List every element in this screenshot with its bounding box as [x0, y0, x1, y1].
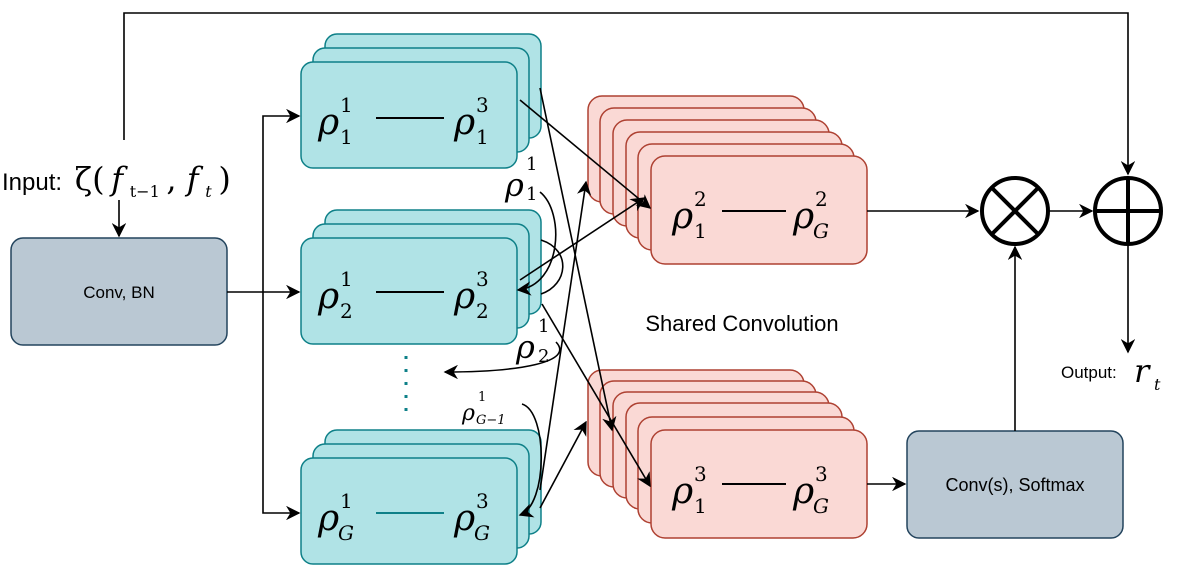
teal-2-left-sup: 1: [340, 267, 353, 291]
tg-to-p1-arrow: [539, 180, 592, 491]
pink-1-right-sup: 2: [815, 187, 828, 211]
teal-2-right-sup: 3: [476, 267, 489, 291]
conv-softmax-label: Conv(s), Softmax: [945, 475, 1084, 495]
input-label-group: Input: ζ( f t−1 , f t ): [2, 160, 231, 203]
skip-connection-arrow: [123, 12, 1136, 176]
curve-label-1-sub: 1: [526, 184, 537, 205]
teal-2-right-symbol: ρ: [453, 276, 475, 317]
output-label-group: Output: r t: [1061, 352, 1161, 394]
teal-stack-g: ρ 1 G ρ 3 G: [300, 429, 542, 565]
pink-2-left-sub: 1: [694, 494, 707, 518]
input-sub2: t: [205, 182, 212, 201]
input-close: ): [218, 160, 230, 198]
connectors: [111, 12, 1136, 521]
teal-g-right-symbol: ρ: [453, 498, 475, 539]
input-zeta: ζ(: [75, 160, 105, 198]
conv-to-branchg-arrow: [262, 292, 301, 521]
teal-g-left-sup: 1: [340, 489, 353, 513]
input-sub1: t−1: [130, 182, 160, 201]
curve-label-2-sub: 2: [538, 346, 549, 367]
pink-1-right-sub: G: [813, 219, 829, 243]
teal-2-left-symbol: ρ: [317, 276, 339, 317]
teal-stack-1: ρ 1 1 ρ 3 1: [300, 33, 542, 169]
conv-to-branch1-arrow: [262, 108, 301, 292]
teal-1-left-sub: 1: [340, 125, 353, 149]
t1-to-p2-arrow: [539, 87, 617, 432]
teal-2-left-sub: 2: [340, 299, 353, 323]
shared-convolution-label: Shared Convolution: [645, 311, 838, 336]
teal-g-left-sub: G: [338, 521, 354, 545]
teal-2-right-sub: 2: [476, 299, 489, 323]
curve-label-2-sup: 1: [538, 316, 549, 337]
teal-1-right-symbol: ρ: [453, 102, 475, 143]
teal-1-left-symbol: ρ: [317, 102, 339, 143]
pink-1-right-symbol: ρ: [792, 196, 814, 237]
pink-stack-1: ρ 2 1 ρ 2 G: [587, 95, 868, 265]
teal-1-right-sub: 1: [476, 125, 489, 149]
t2-to-p2-arrow: [541, 303, 651, 488]
curve-label-3-sub: G−1: [476, 413, 506, 428]
pink-1-left-sup: 2: [694, 187, 707, 211]
feedback-curve-1b: [540, 239, 564, 295]
teal-1-left-sup: 1: [340, 93, 353, 117]
curve-label-3-symbol: ρ: [461, 401, 475, 426]
pink-2-right-sub: G: [813, 494, 829, 518]
curve-label-1-symbol: ρ: [504, 166, 524, 204]
output-label: Output:: [1061, 363, 1117, 382]
input-f1: f: [109, 160, 128, 198]
pink-2-right-symbol: ρ: [792, 471, 814, 512]
feedback-curve-3: [518, 403, 542, 518]
curve-label-3-sup: 1: [478, 390, 486, 405]
curve-label-1-sup: 1: [526, 154, 537, 175]
t1-to-p1-arrow: [519, 99, 652, 209]
teal-box-g: [300, 457, 518, 565]
feedback-curve-2: [443, 341, 561, 380]
pink-1-left-symbol: ρ: [671, 196, 693, 237]
teal-1-right-sup: 3: [476, 93, 489, 117]
input-f2: f: [185, 160, 204, 198]
pink-stack-2: ρ 3 1 ρ 3 G: [587, 369, 868, 539]
teal-stack-2: ρ 1 2 ρ 3 2: [300, 209, 542, 345]
teal-g-right-sup: 3: [476, 489, 489, 513]
output-r: r: [1134, 352, 1151, 390]
teal-g-right-sub: G: [474, 521, 490, 545]
tg-to-p2-arrow: [539, 420, 587, 509]
pink-2-right-sup: 3: [815, 462, 828, 486]
conv-bn-label: Conv, BN: [83, 283, 155, 302]
teal-box-1: [300, 61, 518, 169]
input-label: Input:: [2, 169, 62, 196]
input-comma: ,: [166, 160, 186, 198]
pink-2-left-symbol: ρ: [671, 471, 693, 512]
feedback-curve-1: [516, 191, 557, 296]
output-sub: t: [1154, 375, 1161, 394]
curve-label-2-symbol: ρ: [515, 328, 535, 366]
multiply-operator-icon: [980, 176, 1050, 246]
input-formula: Input: ζ( f t−1 , f t ): [2, 160, 231, 203]
pink-1-left-sub: 1: [694, 219, 707, 243]
pink-2-left-sup: 3: [694, 462, 707, 486]
t2-to-p1-arrow: [519, 197, 646, 281]
teal-g-left-symbol: ρ: [317, 498, 339, 539]
add-operator-icon: [1093, 176, 1163, 246]
